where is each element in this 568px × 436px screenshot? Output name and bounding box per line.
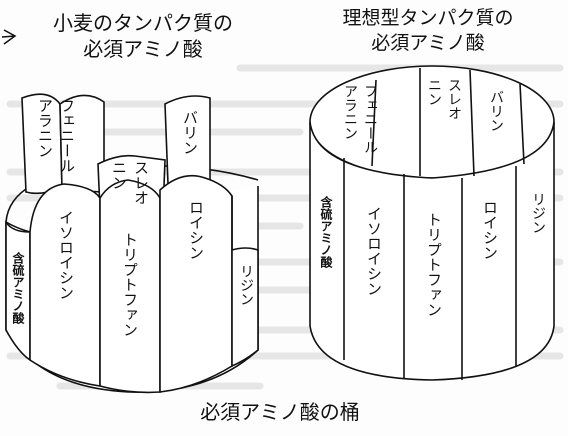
left-label-valine: バリン: [181, 110, 199, 155]
right-label-tryptophan: トリプトファン: [425, 212, 443, 317]
stave-lysine: [231, 247, 259, 368]
right-title-line1: 理想型タンパク質の: [342, 7, 514, 29]
left-label-lysine: リジン: [238, 264, 254, 306]
left-label-leucine: ロイシン: [187, 200, 205, 260]
left-label-threonine: スレオ ニン: [110, 160, 150, 205]
figure-caption: 必須アミノ酸の桶: [200, 400, 360, 424]
right-title-line2: 必須アミノ酸: [371, 32, 485, 54]
left-label-sulfur: 含硫アミノ酸: [11, 252, 25, 324]
stave-leucine: [159, 174, 233, 393]
left-barrel-title: 小麦のタンパク質の 必須アミノ酸: [28, 10, 258, 62]
right-label-valine: バリン: [488, 90, 504, 132]
right-label-lysine: リジン: [530, 192, 546, 234]
right-label-leucine: ロイシン: [481, 200, 499, 260]
right-barrel-title: 理想型タンパク質の 必須アミノ酸: [318, 6, 538, 56]
left-title-line2: 必須アミノ酸: [83, 37, 203, 61]
stave-isoleucine: [29, 183, 101, 387]
left-label-fenylalanine: フェニール アラニン: [36, 98, 76, 173]
stave-valine: [164, 95, 211, 185]
right-label-fenylalanine: フェニール アラニン: [342, 84, 378, 154]
right-label-isoleucine: イソロイシン: [365, 206, 383, 296]
right-label-threonine: スレオ ニン: [426, 78, 462, 120]
left-title-line1: 小麦のタンパク質の: [53, 11, 233, 35]
left-label-isoleucine: イソロイシン: [57, 210, 75, 300]
left-label-tryptophan: トリプトファン: [121, 232, 139, 337]
stave-tryptophan: [99, 179, 161, 394]
right-label-sulfur: 含硫アミノ酸: [319, 196, 333, 268]
